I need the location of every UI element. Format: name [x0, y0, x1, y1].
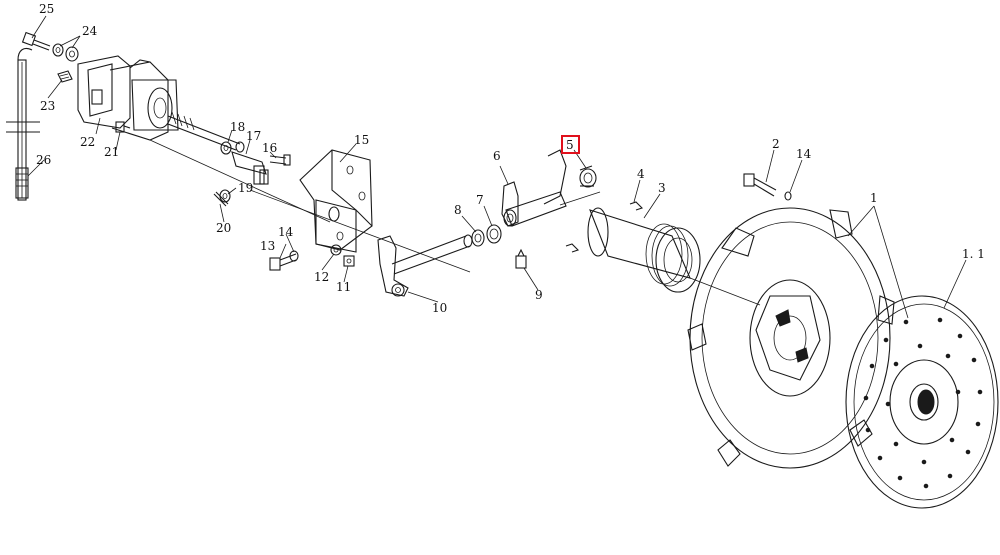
part-4-clip[interactable]: [565, 201, 644, 253]
callout-14-right: 14: [796, 147, 812, 161]
part-3-bearing-sleeve[interactable]: [587, 207, 701, 293]
part-8-bushing[interactable]: [471, 229, 485, 247]
part-19-washer[interactable]: [219, 189, 231, 203]
callout-17: 17: [246, 129, 261, 143]
callout-16: 16: [262, 141, 277, 155]
part-24-washers[interactable]: [52, 43, 79, 62]
callout-8: 8: [454, 203, 462, 217]
callout-7: 7: [476, 193, 484, 207]
part-22-clutch-booster[interactable]: [77, 55, 245, 153]
part-15-bracket[interactable]: [299, 149, 373, 253]
assembly-axis-line: [689, 277, 761, 306]
part-14-washer-right[interactable]: [784, 191, 792, 201]
callout-23: 23: [40, 99, 55, 113]
callout-6: 6: [493, 149, 501, 163]
callout-4: 4: [637, 167, 645, 181]
callout-9: 9: [535, 288, 543, 302]
callout-3: 3: [658, 181, 666, 195]
part-25-bolt[interactable]: [21, 31, 51, 51]
part-16-pin[interactable]: [269, 154, 291, 166]
callout-18: 18: [230, 120, 245, 134]
part-18-nut[interactable]: [220, 141, 232, 155]
part-6-release-fork[interactable]: [501, 149, 567, 227]
part-12-nut[interactable]: [330, 244, 342, 256]
part-26-hose[interactable]: [6, 47, 40, 201]
part-14-washer-left[interactable]: [289, 250, 299, 262]
part-1-clutch-cover[interactable]: [687, 207, 895, 469]
callout-25: 25: [39, 2, 54, 16]
assembly-axis-line: [559, 191, 601, 206]
callout-15: 15: [354, 133, 369, 147]
part-9-grease-fitting[interactable]: [515, 248, 527, 269]
callout-21: 21: [104, 145, 119, 159]
callout-13: 13: [260, 239, 275, 253]
callout-5-highlight-box: [561, 135, 580, 154]
callout-26: 26: [36, 153, 51, 167]
assembly-axis-line: [249, 189, 471, 273]
callout-1: 1: [870, 191, 878, 205]
part-10-release-shaft[interactable]: [377, 234, 473, 297]
callout-24: 24: [82, 24, 98, 38]
part-20-cotter-pin[interactable]: [213, 191, 229, 207]
part-17-clevis[interactable]: [231, 151, 269, 185]
part-2-bolt[interactable]: [743, 173, 777, 197]
part-1-1-clutch-disc[interactable]: [845, 295, 999, 509]
part-13-bolt[interactable]: [269, 253, 297, 271]
callout-labels: 25 24 23 22 21 26 18 17 16 15 19 20 13 1…: [36, 2, 985, 315]
callout-2: 2: [772, 137, 780, 151]
callout-11: 11: [336, 280, 351, 294]
callout-22: 22: [80, 135, 95, 149]
callout-5: 5: [566, 138, 574, 152]
part-11-nut[interactable]: [343, 255, 355, 267]
callout-14-left: 14: [278, 225, 294, 239]
part-23-fitting[interactable]: [57, 70, 73, 83]
part-5-roller[interactable]: [579, 165, 597, 188]
callout-19: 19: [238, 181, 253, 195]
callout-10: 10: [432, 301, 447, 315]
callout-1-1: 1. 1: [962, 247, 985, 261]
part-7-seal[interactable]: [486, 224, 502, 244]
callout-20: 20: [216, 221, 231, 235]
callout-12: 12: [314, 270, 329, 284]
leader-lines: [27, 15, 967, 319]
